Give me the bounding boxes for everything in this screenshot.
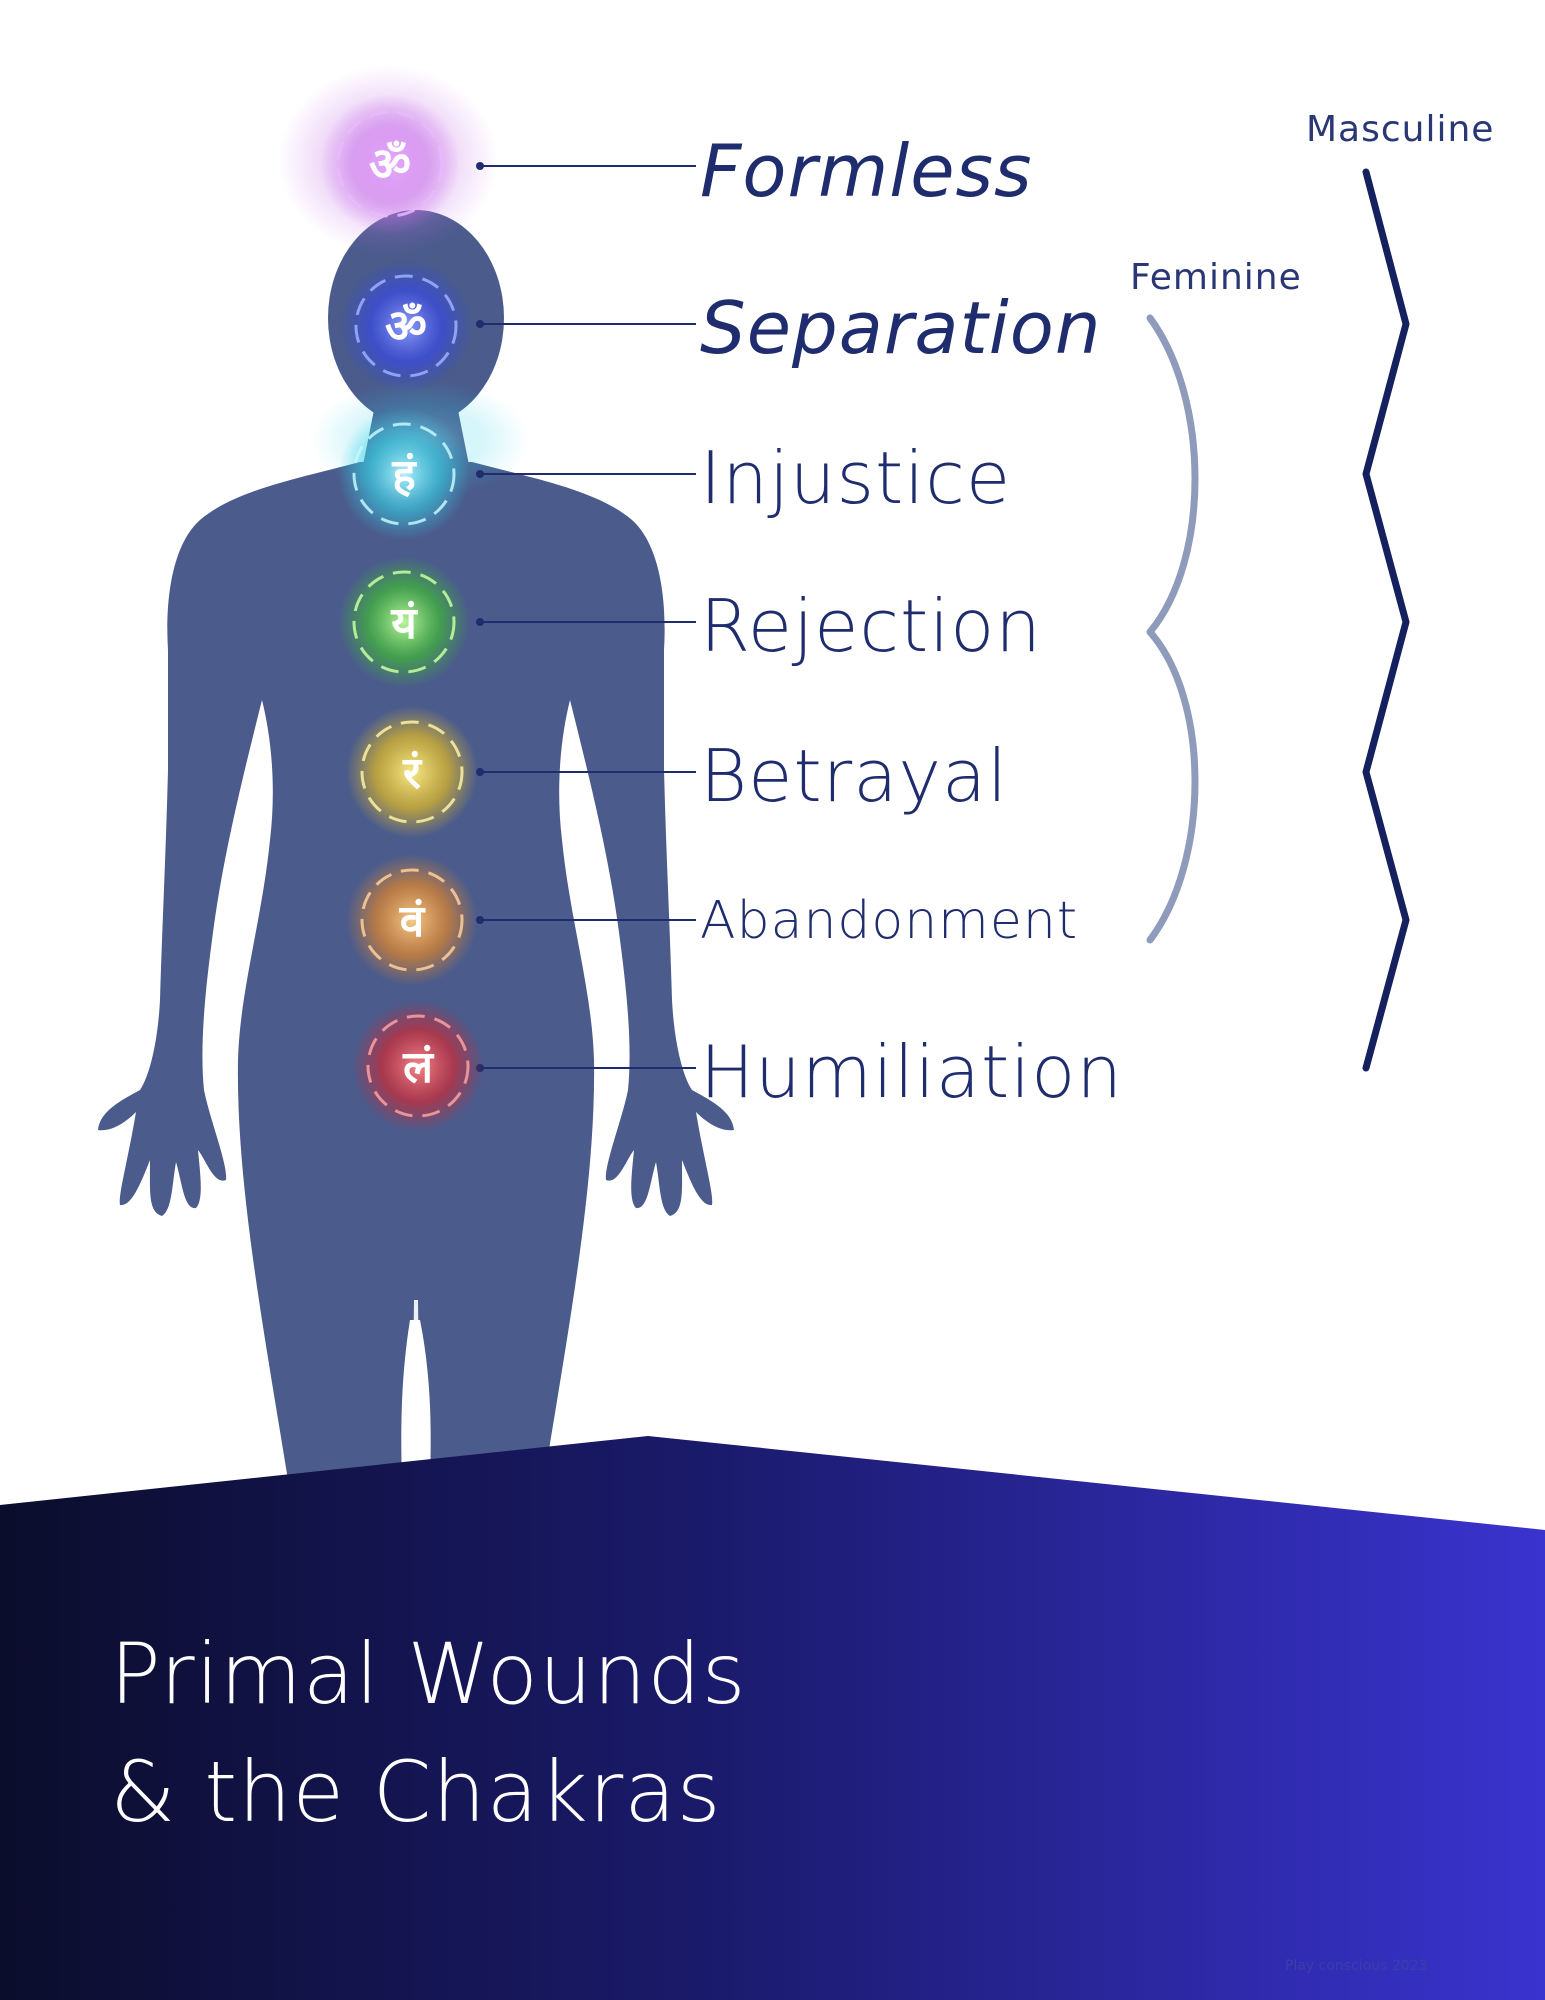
chakra-root: लं [352,1000,484,1132]
poster-title: Primal Wounds & the Chakras [110,1615,746,1851]
copyright-footer: Play conscious 2023 [1285,1958,1428,1974]
wound-label-rejection: Rejection [700,584,1042,668]
chakra-throat-glyph: हं [391,450,417,501]
wound-label-betrayal: Betrayal [700,734,1009,818]
masculine-bracket [1362,168,1410,1072]
poster-title-line-2: & the Chakras [110,1743,722,1841]
connector-lines [480,165,696,1069]
chakra-sacral: वं [346,854,478,986]
wound-label-formless: Formless [700,129,1033,213]
chakra-heart: यं [338,556,470,688]
chakra-column: ॐ ॐ हं यं रं वं लं [320,94,484,1132]
feminine-bracket [1146,314,1199,944]
masculine-label: Masculine [1306,109,1495,150]
wound-label-humiliation: Humiliation [700,1030,1123,1114]
connector-dots [476,162,484,1072]
chakra-third-eye: ॐ [340,260,472,392]
chakra-solar-plexus: रं [346,706,478,838]
leg-gap [412,1300,420,1470]
wound-label-injustice: Injustice [700,436,1012,520]
feminine-label: Feminine [1130,257,1302,298]
chakra-root-glyph: लं [402,1042,435,1093]
title-banner [0,1436,1545,2000]
chakra-sacral-glyph: वं [399,896,426,947]
poster-title-line-1: Primal Wounds [110,1625,747,1723]
chakra-solar-plexus-glyph: रं [402,748,423,799]
chakra-heart-glyph: यं [390,598,418,649]
wound-label-abandonment: Abandonment [700,891,1079,951]
chakra-throat: हं [338,408,470,540]
chakra-crown-glyph: ॐ [369,137,411,191]
wound-label-separation: Separation [700,286,1102,370]
chakra-crown: ॐ [320,94,460,234]
chakra-third-eye-glyph: ॐ [385,299,427,353]
